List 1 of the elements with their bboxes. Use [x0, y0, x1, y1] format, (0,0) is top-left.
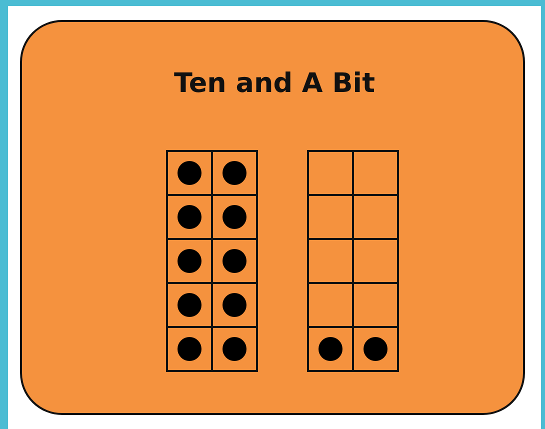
title: Ten and A Bit	[173, 68, 376, 99]
